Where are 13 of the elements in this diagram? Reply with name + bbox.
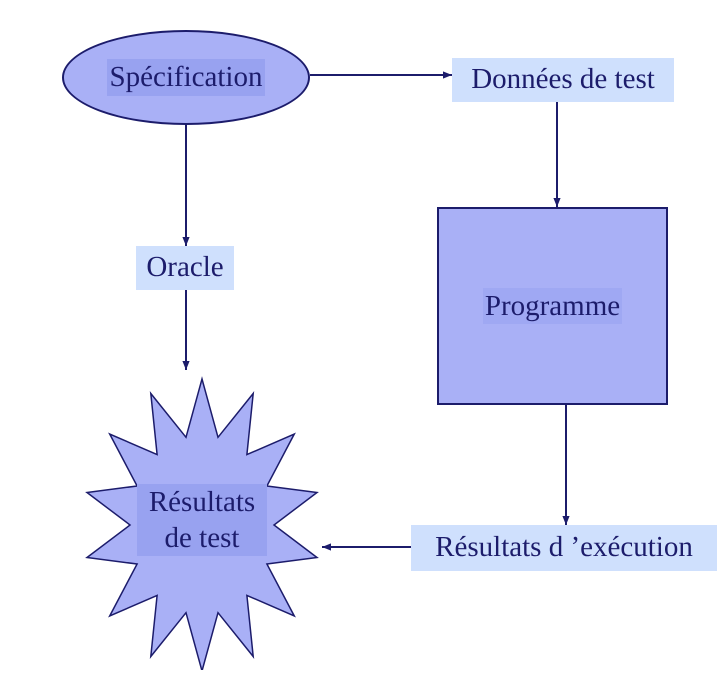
arrow: [182, 125, 190, 246]
text-label: Données de test: [452, 58, 674, 102]
arrow: [310, 71, 452, 79]
arrow: [553, 102, 561, 207]
process-box: [437, 207, 668, 405]
node-label: Résultats de test: [137, 484, 267, 556]
arrow: [562, 405, 570, 525]
text-label: Oracle: [136, 246, 234, 290]
node-label: Spécification: [107, 59, 264, 96]
text-label: Résultats d ’exécution: [411, 525, 717, 571]
arrow: [322, 543, 411, 551]
arrow: [182, 290, 190, 370]
node-label: Programme: [482, 288, 622, 324]
